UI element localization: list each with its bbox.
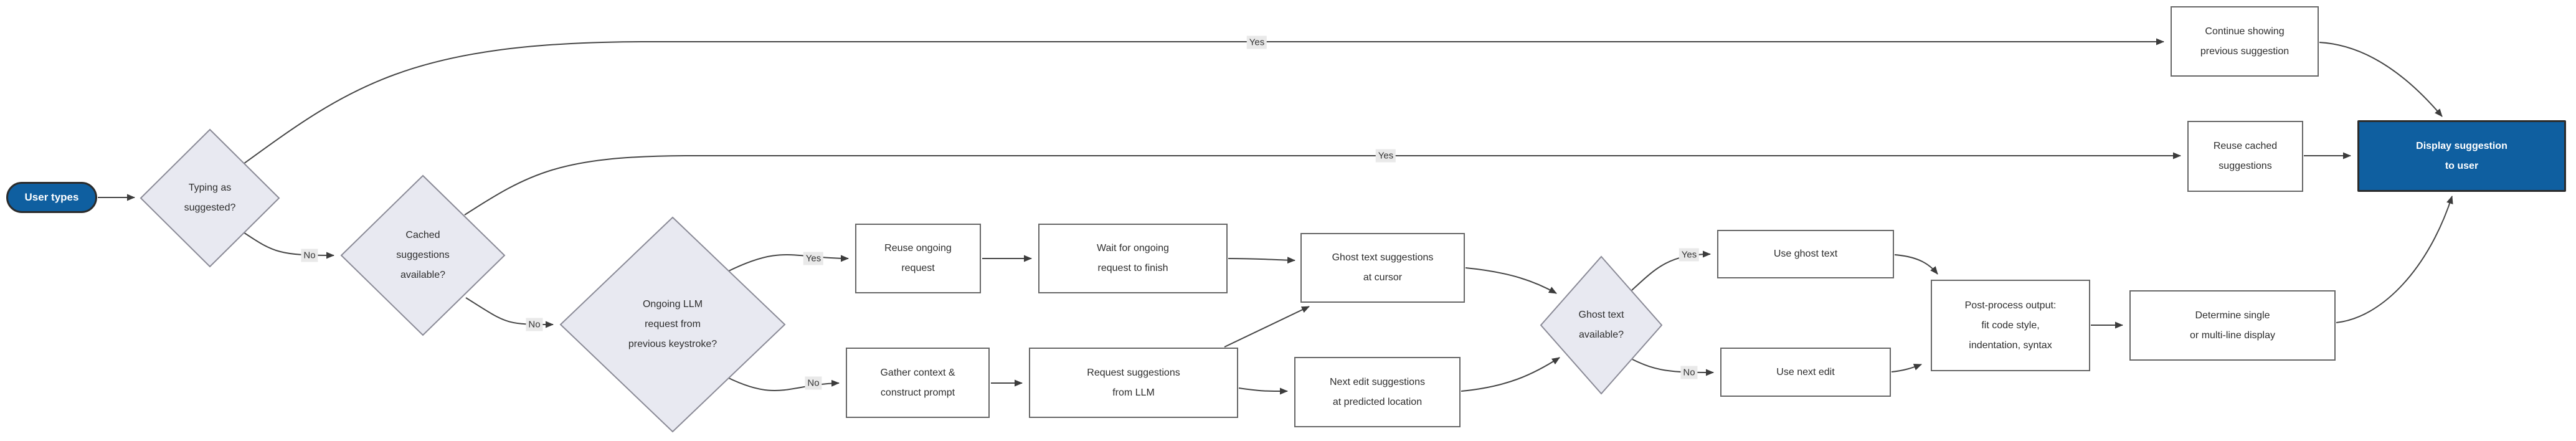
edge-label-typing-no: No — [301, 249, 318, 262]
edge-label-ghost-yes: Yes — [1679, 248, 1700, 262]
edge-typing-yes-to-continue-showing — [243, 38, 2164, 164]
node-ongoing-llm-request: Ongoing LLM request from previous keystr… — [628, 299, 717, 349]
edge-typing-no-to-cached — [243, 232, 334, 259]
edge-ghost-available-no-to-use-next — [1632, 359, 1714, 376]
edge-determine-to-display — [2336, 196, 2453, 323]
node-user-types: User types — [6, 182, 97, 213]
node-post-process-output: Post-process output: fit code style, ind… — [1931, 280, 2090, 371]
node-reuse-ongoing-request: Reuse ongoing request — [855, 224, 981, 293]
edge-ongoing-yes-to-reuse-ongoing — [727, 254, 849, 272]
node-continue-showing-previous: Continue showing previous suggestion — [2171, 6, 2319, 77]
node-use-next-edit: Use next edit — [1720, 348, 1891, 397]
node-ghost-text-suggestions: Ghost text suggestions at cursor — [1300, 233, 1465, 303]
node-use-ghost-text: Use ghost text — [1717, 230, 1894, 278]
edge-cached-yes-to-reuse-cached — [464, 152, 2181, 216]
edge-label-ongoing-no: No — [805, 376, 822, 390]
edge-label-ongoing-yes: Yes — [803, 252, 824, 265]
edge-label-ghost-no: No — [1680, 366, 1698, 379]
edge-use-next-to-post-process — [1891, 364, 1922, 372]
diamond-ghost-text-available — [1540, 255, 1663, 395]
edge-label-typing-yes: Yes — [1246, 36, 1267, 49]
node-user-types-label: User types — [24, 191, 79, 203]
diamond-typing-as-suggested — [140, 128, 280, 268]
node-reuse-cached-suggestions: Reuse cached suggestions — [2187, 121, 2303, 192]
edge-request-to-ghost-box — [1224, 306, 1310, 348]
edge-continue-showing-to-display — [2319, 42, 2443, 117]
edge-ongoing-no-to-gather — [727, 377, 840, 392]
node-cached-suggestions-available: Cached suggestions available? — [396, 230, 450, 280]
node-ghost-text-available: Ghost text available? — [1578, 310, 1624, 340]
node-typing-as-suggested: Typing as suggested? — [184, 183, 236, 213]
edge-label-cached-no: No — [526, 318, 543, 331]
edge-ghost-box-to-ghost-available — [1465, 267, 1557, 294]
edge-next-edit-box-to-ghost-available — [1461, 357, 1560, 392]
node-request-suggestions-llm: Request suggestions from LLM — [1029, 348, 1238, 418]
edge-use-ghost-to-post-process — [1894, 254, 1938, 275]
node-display-suggestion-to-user: Display suggestion to user — [2357, 120, 2566, 192]
node-gather-context: Gather context & construct prompt — [846, 348, 990, 418]
edge-wait-to-ghost-box — [1228, 257, 1295, 264]
edge-label-cached-yes: Yes — [1375, 149, 1396, 163]
edge-request-to-next-edit-box — [1238, 387, 1288, 395]
node-next-edit-suggestions: Next edit suggestions at predicted locat… — [1294, 357, 1461, 427]
diamond-ongoing-llm — [559, 216, 786, 433]
diamond-cached-suggestions — [340, 174, 506, 336]
node-determine-display: Determine single or multi-line display — [2129, 290, 2336, 361]
node-wait-for-ongoing-request: Wait for ongoing request to finish — [1038, 224, 1228, 293]
